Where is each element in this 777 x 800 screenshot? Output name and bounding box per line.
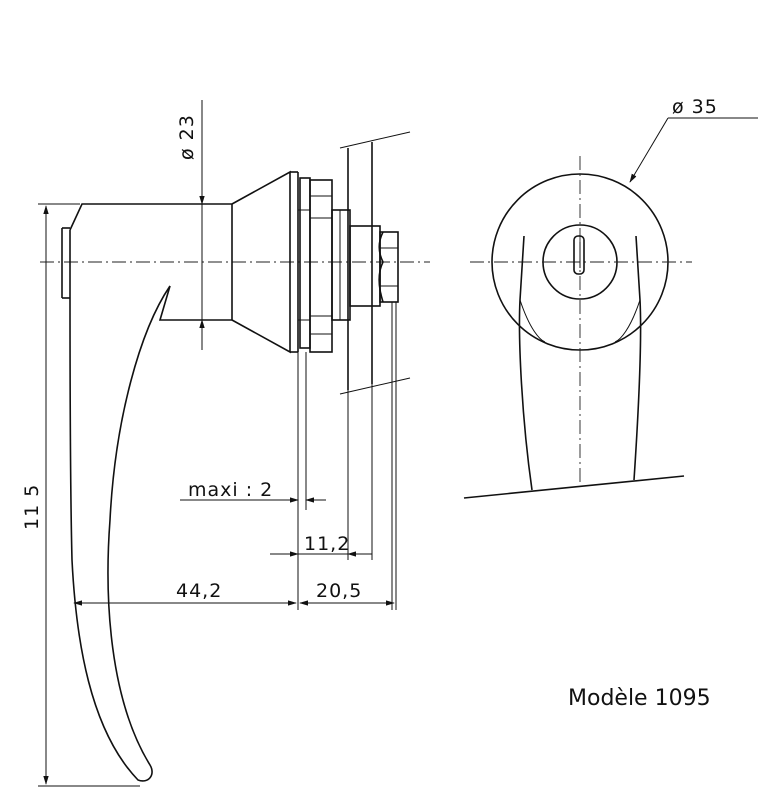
front-panel-line — [463, 475, 685, 499]
side-view: ø 23 11 5 maxi : 2 11,2 44,2 20,5 — [21, 100, 430, 787]
lock-hub — [205, 170, 291, 354]
dim-20-5: 20,5 — [316, 580, 362, 602]
dim-maxi-2: maxi : 2 — [188, 479, 273, 501]
key-slot — [573, 235, 585, 275]
lever-outline — [69, 203, 205, 782]
model-caption: Modèle 1095 — [568, 686, 711, 711]
dim-11-2: 11,2 — [304, 533, 350, 555]
dim-diameter-23: ø 23 — [176, 114, 198, 160]
dim-height-115: 11 5 — [21, 484, 43, 530]
nut — [379, 231, 399, 303]
dim-diameter-35: ø 35 — [672, 96, 718, 118]
front-view: ø 35 — [463, 96, 758, 499]
lever-inner-curve — [158, 285, 232, 321]
front-lever — [518, 235, 642, 491]
dim-44-2: 44,2 — [176, 580, 222, 602]
